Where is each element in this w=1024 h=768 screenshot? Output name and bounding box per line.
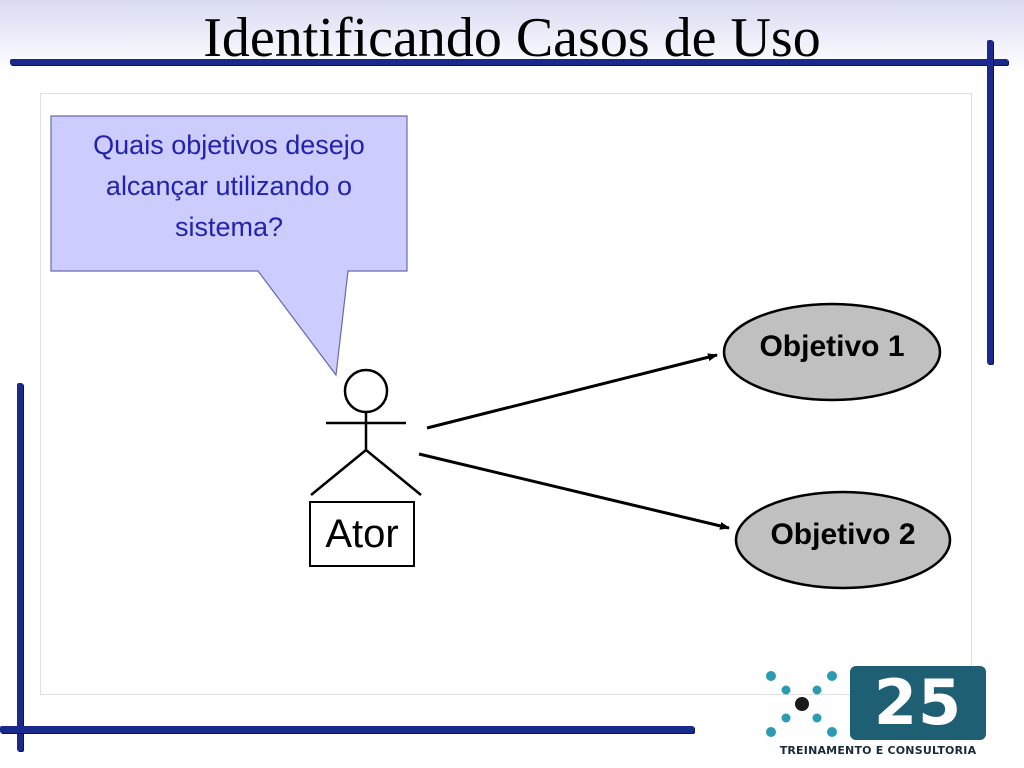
use-case-label-1: Objetivo 1 — [759, 330, 905, 363]
actor-left-leg — [310, 449, 367, 496]
logo-caption: TREINAMENTO E CONSULTORIA — [779, 744, 977, 757]
right-accent-bar — [987, 40, 993, 364]
association-arrow-2 — [418, 452, 730, 530]
use-case-label-2: Objetivo 2 — [770, 518, 916, 551]
use-case-oval-1 — [722, 302, 942, 402]
logo-x-mark — [766, 671, 837, 737]
slide-title: Identificando Casos de Uso — [203, 7, 821, 69]
logo-number: 25 — [873, 666, 963, 739]
speech-bubble — [50, 115, 408, 377]
actor-figure — [310, 368, 422, 496]
actor-head — [343, 368, 389, 414]
association-arrow-1 — [426, 353, 718, 430]
actor-right-leg — [365, 449, 422, 496]
bottom-accent-bar — [0, 726, 694, 733]
actor-label: Ator — [309, 501, 415, 567]
top-accent-bar — [10, 59, 1008, 65]
left-accent-bar — [17, 383, 23, 751]
company-logo: 25 — [850, 666, 986, 740]
speech-bubble-text: Quais objetivos desejo alcançar utilizan… — [93, 130, 365, 242]
use-case-oval-2 — [734, 490, 952, 590]
